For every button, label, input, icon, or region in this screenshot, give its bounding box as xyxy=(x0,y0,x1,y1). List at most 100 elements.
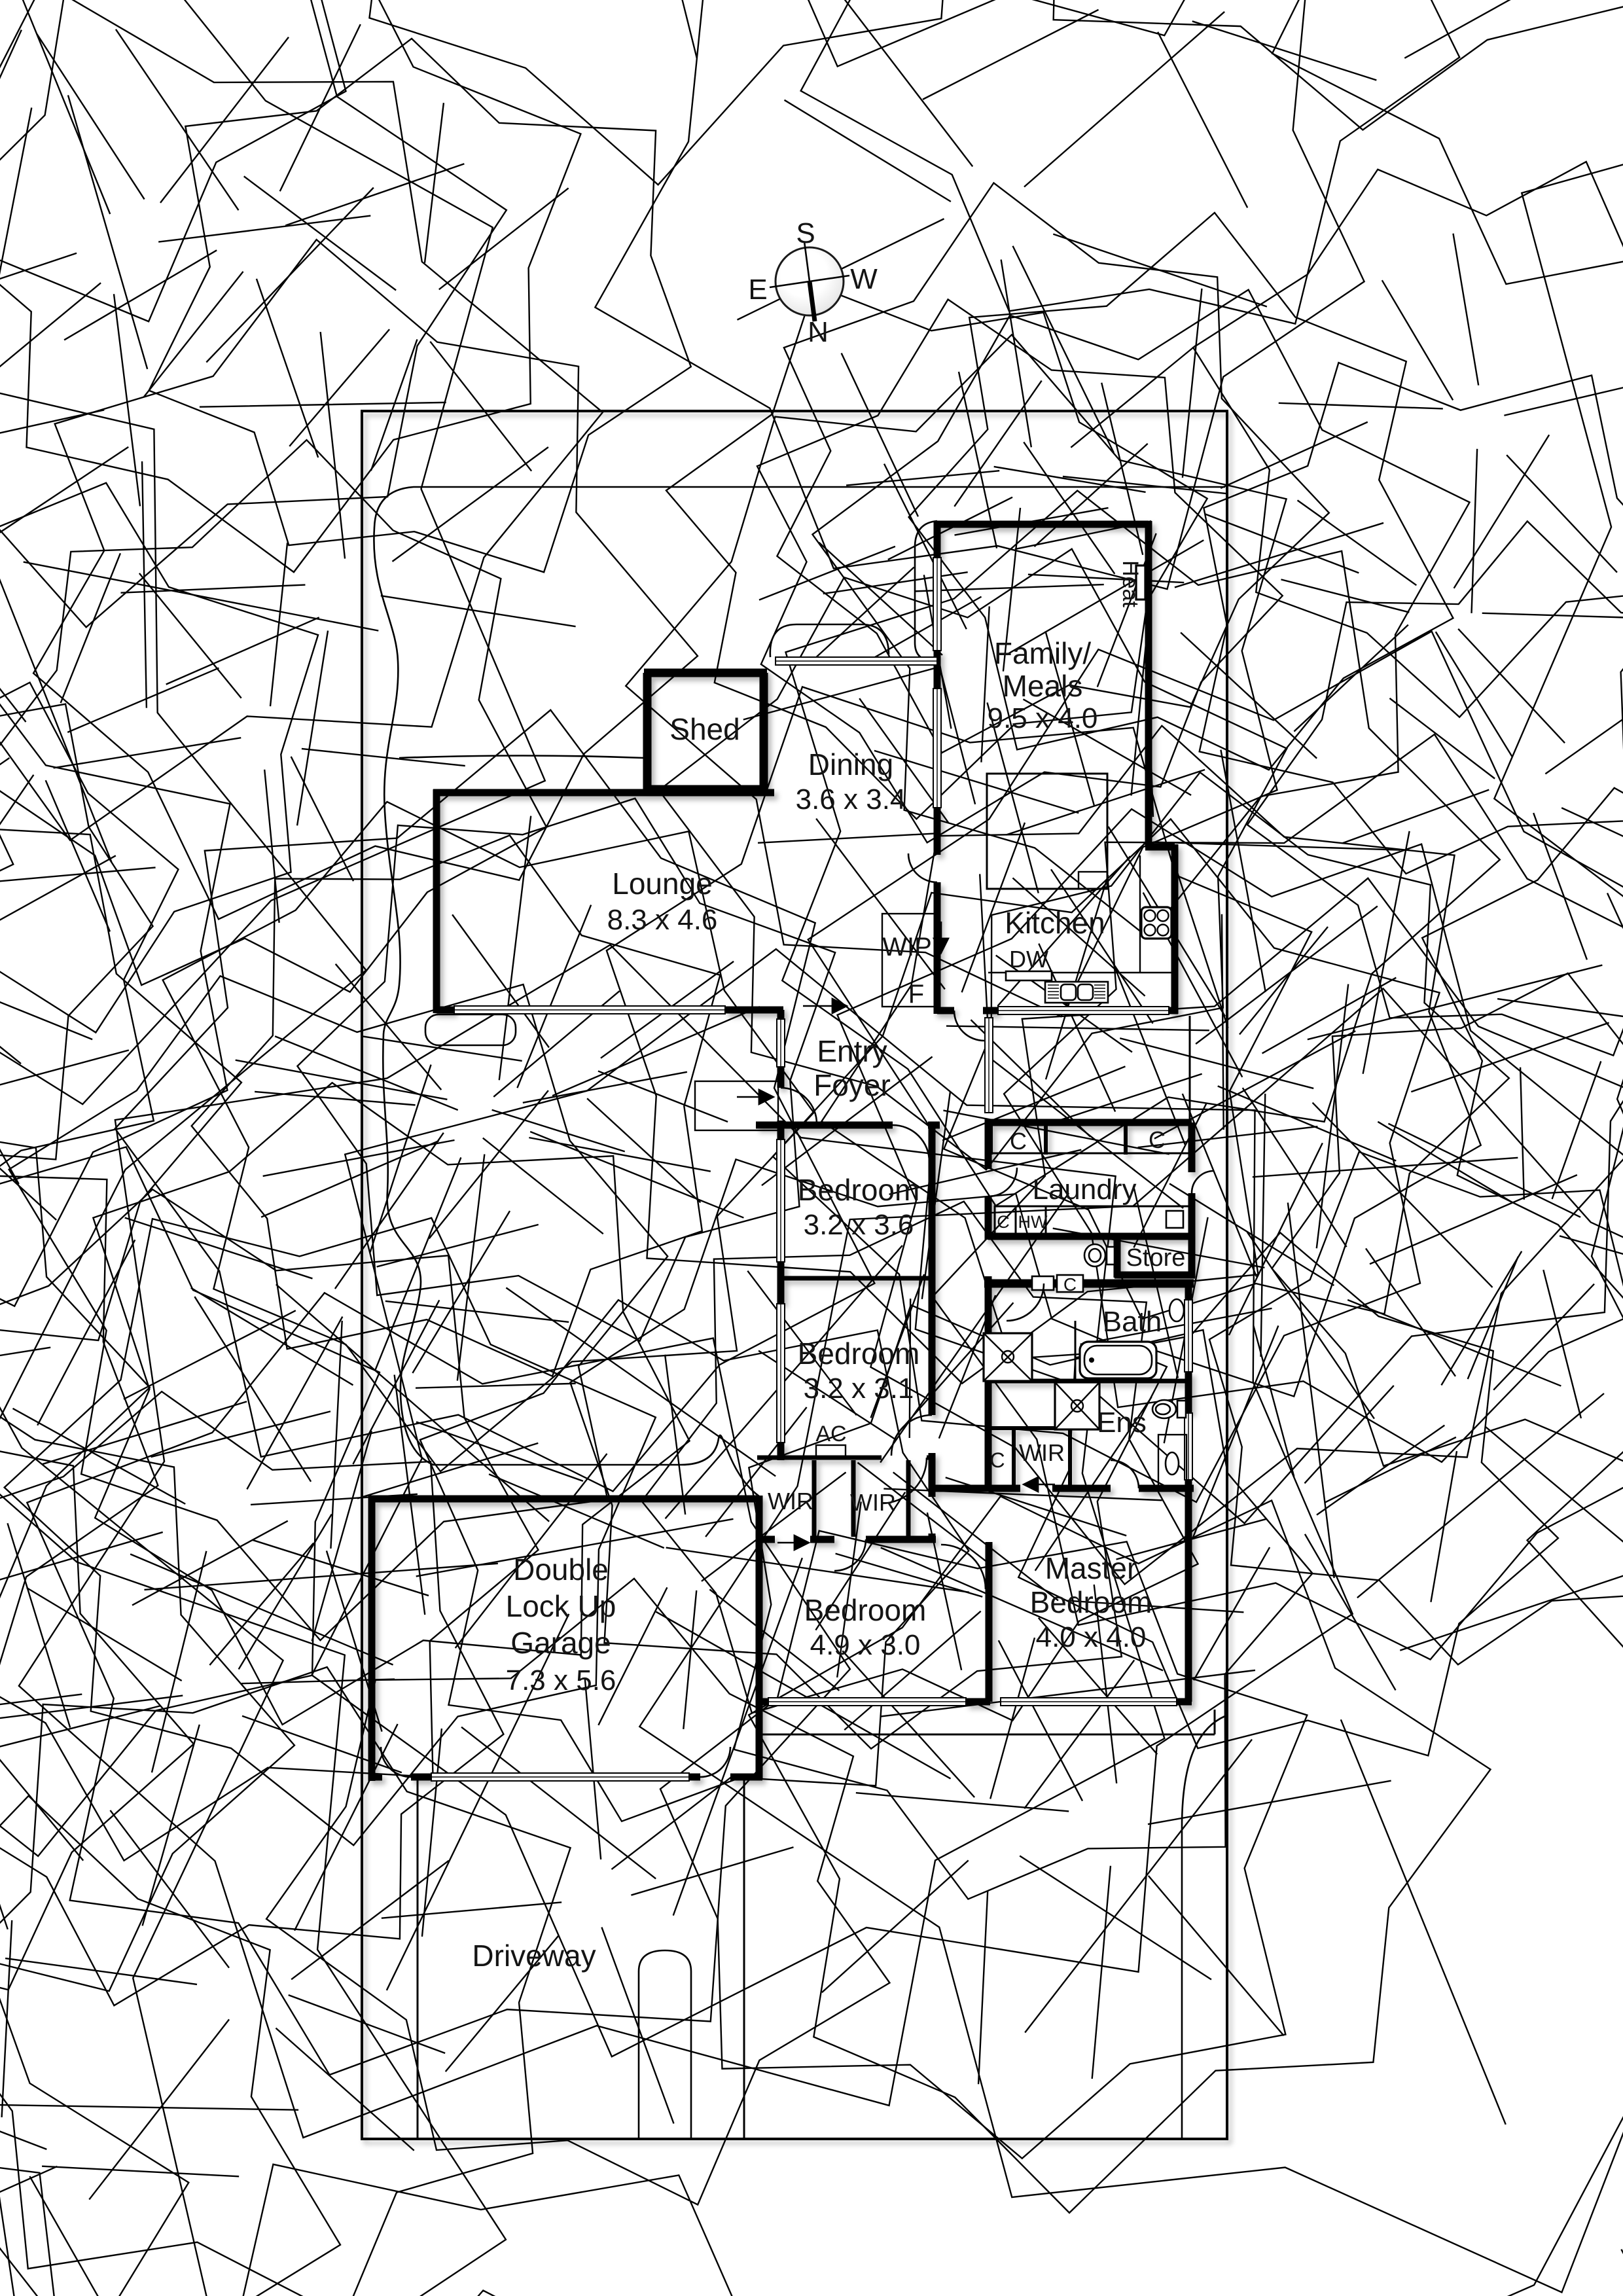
toilet-wc-icon xyxy=(1083,1243,1116,1268)
room-dims-lounge: 8.3 x 4.6 xyxy=(607,904,718,936)
windows xyxy=(431,557,1193,1782)
bathtub-icon xyxy=(1079,1340,1158,1380)
room-label-bedroom2: Bedroom xyxy=(798,1336,920,1371)
room-dims-master: 4.0 x 4.0 xyxy=(1036,1621,1147,1653)
shrub-icon xyxy=(0,0,427,403)
label-heat: Heat xyxy=(1118,560,1143,607)
shrub-icon xyxy=(613,1335,1576,2296)
room-label-garage1: Double xyxy=(513,1552,609,1587)
site-boundary xyxy=(361,410,1228,2140)
kitchen-sink-icon xyxy=(1044,980,1109,1004)
room-label-entry: Entry xyxy=(817,1034,887,1068)
room-label-lounge: Lounge xyxy=(612,867,713,901)
basin-bath-icon xyxy=(1168,1298,1185,1323)
shrub-icon xyxy=(73,0,770,668)
room-label-garage3: Garage xyxy=(510,1626,611,1660)
garden-beds xyxy=(373,486,1226,2138)
shower-ens-icon xyxy=(1054,1381,1101,1431)
room-label-bedroom3: Bedroom xyxy=(804,1593,927,1627)
label-fridge: F xyxy=(908,980,924,1009)
shrub-icon xyxy=(0,475,332,1045)
label-closet-1: C xyxy=(1010,1128,1027,1155)
room-label-shed: Shed xyxy=(669,712,740,746)
shrub-icon xyxy=(0,241,168,1230)
shrub-icon xyxy=(0,367,654,1117)
cooktop-icon xyxy=(1140,906,1173,940)
room-dims-bedroom1: 3.2 x 3.6 xyxy=(804,1209,914,1241)
shrub-icon xyxy=(0,745,270,1454)
shrub-icon xyxy=(0,0,588,583)
label-wir-2: WIR xyxy=(850,1489,896,1516)
dishwasher-icon xyxy=(1005,970,1053,982)
compass-south: S xyxy=(796,217,815,249)
compass-west: W xyxy=(850,263,878,295)
room-label-bath: Bath xyxy=(1103,1306,1162,1338)
room-label-master1: Master xyxy=(1045,1551,1137,1585)
room-dims-family: 9.5 x 4.0 xyxy=(988,702,1098,734)
room-label-master2: Bedroom xyxy=(1030,1585,1152,1619)
shrub-icon xyxy=(0,2241,1041,2296)
shrub-icon xyxy=(613,247,1237,863)
room-label-garage2: Lock Up xyxy=(506,1589,616,1623)
walls xyxy=(368,520,1196,1781)
room-dims-garage: 7.3 x 5.6 xyxy=(506,1664,616,1696)
shrub-icon xyxy=(554,1390,1419,2248)
room-label-foyer: Foyer xyxy=(813,1068,891,1102)
basin-ens-icon xyxy=(1164,1451,1180,1476)
room-label-bedroom1: Bedroom xyxy=(798,1173,920,1207)
porch-outlines xyxy=(694,1080,1216,1736)
room-label-ens: Ens xyxy=(1097,1407,1147,1439)
label-wir-1: WIR xyxy=(768,1488,813,1515)
shrub-icon xyxy=(0,806,827,1742)
laundry-trough-icon xyxy=(1165,1210,1185,1229)
shrub-icon xyxy=(1431,1617,1623,2296)
shrub-icon xyxy=(3,2083,1048,2296)
shrub-icon xyxy=(0,717,1452,2296)
label-closet-5: C xyxy=(990,1448,1005,1472)
shrub-icon xyxy=(486,0,1623,194)
shrub-icon xyxy=(1213,0,1623,358)
room-label-driveway: Driveway xyxy=(472,1939,596,1973)
compass-east: E xyxy=(748,274,767,306)
room-dims-bedroom3: 4.9 x 3.0 xyxy=(810,1629,921,1661)
label-closet-2: C xyxy=(1149,1126,1166,1153)
shrub-icon xyxy=(823,0,1623,278)
fixtures xyxy=(982,906,1187,1476)
label-hw: HW xyxy=(1018,1212,1048,1232)
room-label-dining: Dining xyxy=(808,747,893,781)
shrub-icon xyxy=(152,2142,1017,2296)
room-label-family: Family/ xyxy=(994,636,1091,670)
interior-details xyxy=(815,564,1190,1488)
room-label-kitchen: Kitchen xyxy=(1005,906,1105,940)
compass-rose: S E W N xyxy=(748,217,878,348)
shrub-icon xyxy=(0,1024,202,1721)
shrub-icon xyxy=(1452,1097,1623,2036)
label-ac: AC xyxy=(815,1422,846,1446)
label-wip: WIP xyxy=(882,933,932,961)
doors xyxy=(380,853,1215,1778)
label-closet-4: C xyxy=(1063,1274,1077,1295)
room-dims-dining: 3.6 x 3.4 xyxy=(796,783,906,816)
room-label-store: Store xyxy=(1126,1244,1186,1272)
label-dishwasher: DW xyxy=(1009,946,1048,973)
shrub-icon xyxy=(1083,270,1623,960)
shrub-icon xyxy=(645,240,1345,935)
room-label-laundry: Laundry xyxy=(1032,1174,1136,1206)
room-label-meals: Meals xyxy=(1003,669,1083,703)
shrub-icon xyxy=(1313,668,1623,1388)
shower-bath-icon xyxy=(982,1332,1033,1382)
compass-north: N xyxy=(808,316,829,348)
room-dims-bedroom2: 3.2 x 3.1 xyxy=(804,1372,914,1405)
label-closet-3: C xyxy=(997,1212,1010,1232)
label-wir-3: WIR xyxy=(1019,1439,1065,1466)
toilet-ens-icon xyxy=(1151,1399,1187,1420)
shrub-icon xyxy=(1243,516,1623,1059)
arrows xyxy=(737,922,1055,1551)
shrub-icon xyxy=(238,0,1050,223)
room-labels: Shed Dining 3.6 x 3.4 Family/ Meals 9.5 … xyxy=(472,636,1185,1973)
shrub-icon xyxy=(0,1219,719,2296)
shrub-icon xyxy=(0,614,296,1361)
shrub-icon xyxy=(124,751,827,1462)
